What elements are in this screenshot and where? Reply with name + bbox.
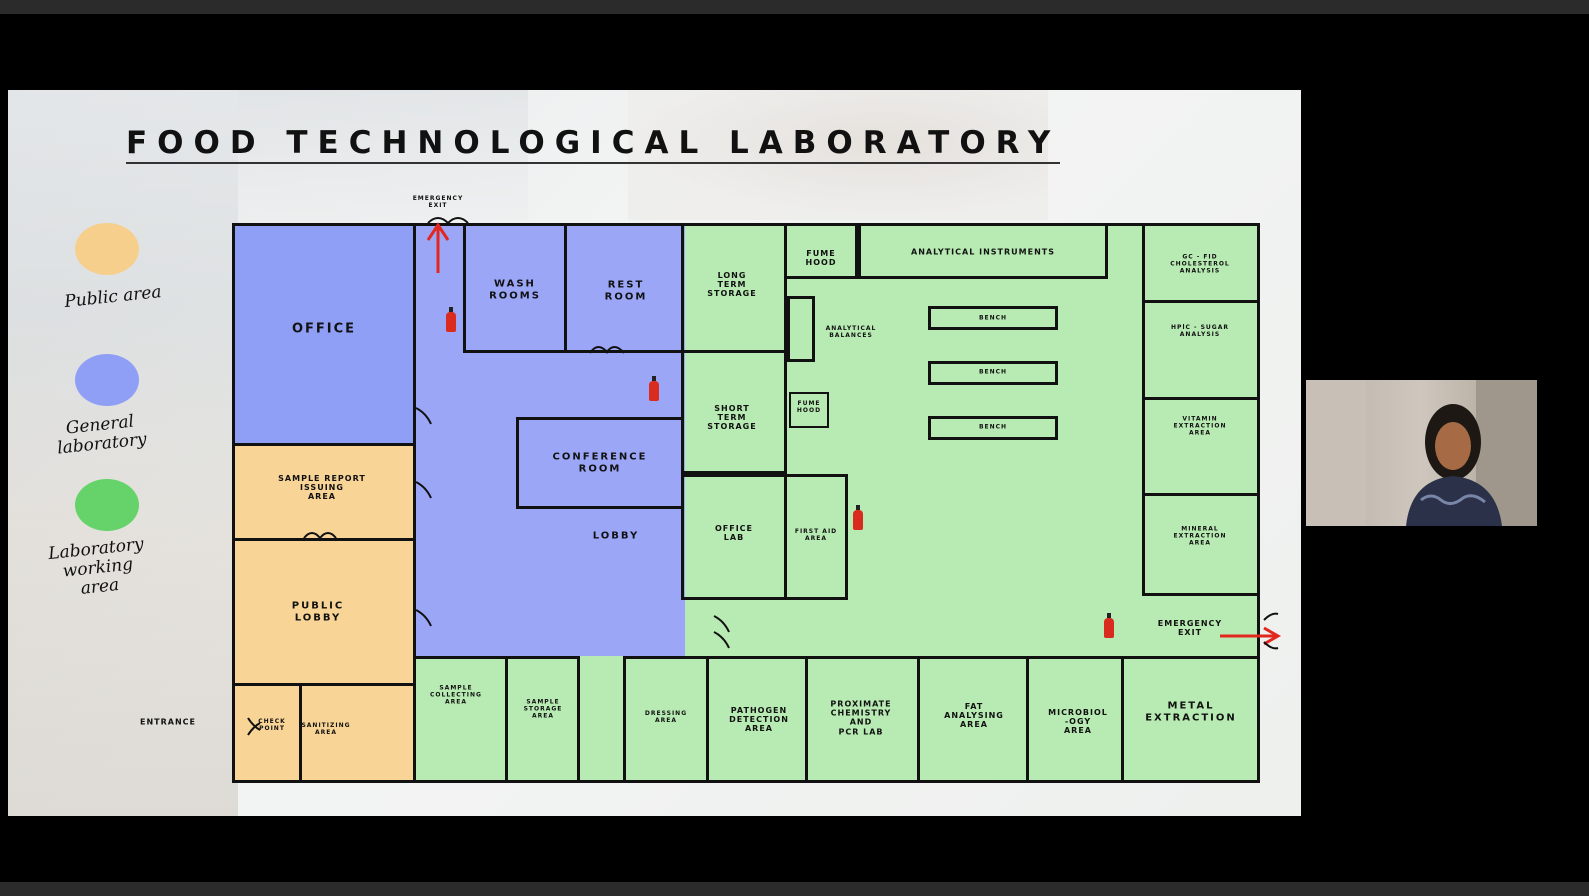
emergency-exit-top-label: EMERGENCY EXIT (412, 195, 464, 209)
sample-storage-label: SAMPLE STORAGE AREA (523, 698, 563, 720)
office-room (232, 223, 416, 446)
office-label: OFFICE (291, 321, 357, 337)
sample-report-issuing-area (232, 443, 416, 541)
sample-collecting-label: SAMPLE COLLECTING AREA (430, 684, 482, 706)
mineral-extraction-room (1142, 493, 1260, 596)
rest-room (564, 223, 684, 353)
vitamin-extraction-label: VITAMIN EXTRACTION AREA (1173, 415, 1227, 437)
fume-hood (784, 223, 858, 279)
background-scientist-photo (628, 90, 1048, 220)
bench-3-label: BENCH (978, 423, 1008, 431)
bench-2 (928, 361, 1058, 385)
slide-title: FOOD TECHNOLOGICAL LABORATORY (126, 126, 1061, 164)
analytical-instruments-label: ANALYTICAL INSTRUMENTS (911, 247, 1055, 257)
fat-analysing-label: FAT ANALYSING AREA (944, 702, 1004, 730)
sample-report-issuing-label: SAMPLE REPORT ISSUING AREA (278, 474, 366, 502)
analytical-balances (787, 296, 815, 362)
participant-video-thumbnail[interactable] (1306, 380, 1537, 526)
background-lab-photo (8, 90, 238, 816)
analytical-instruments (858, 223, 1108, 279)
microbiology-label: MICROBIOL -OGY AREA (1048, 708, 1108, 736)
public-lobby-label: PUBLIC LOBBY (291, 600, 345, 624)
floor-plan: OFFICE WASH ROOMS REST ROOM LONG TERM ST… (8, 90, 1301, 816)
dressing-area-label: DRESSING AREA (644, 710, 688, 724)
analytical-balances-label: ANALYTICAL BALANCES (825, 325, 877, 339)
check-point-label: CHECK POINT (258, 718, 286, 732)
public-lobby (232, 538, 416, 686)
lab-working-legend-swatch (75, 479, 139, 531)
window-top-bar (0, 0, 1589, 14)
office-lab-label: OFFICE LAB (714, 523, 754, 542)
background-lab-photo-top (238, 90, 528, 220)
entrance-label: ENTRANCE (140, 717, 196, 727)
metal-extraction-area (1121, 656, 1260, 783)
public-area-legend-swatch (75, 223, 139, 275)
wash-rooms-label: WASH ROOMS (489, 278, 541, 302)
long-term-storage-label: LONG TERM STORAGE (707, 271, 757, 299)
emergency-arrow-top (426, 222, 450, 273)
door-swings (247, 217, 1279, 736)
conference-room (516, 417, 684, 509)
window-bottom-bar (0, 882, 1589, 896)
small-fume-hood (789, 392, 829, 428)
first-aid-label: FIRST AID AREA (794, 528, 838, 542)
bench-1 (928, 306, 1058, 330)
metal-extraction-label: METAL EXTRACTION (1145, 700, 1237, 724)
lobby-label: LOBBY (592, 530, 640, 542)
presentation-slide: FOOD TECHNOLOGICAL LABORATORY Public are… (8, 90, 1301, 816)
proximate-chemistry-label: PROXIMATE CHEMISTRY AND PCR LAB (830, 699, 892, 737)
sample-storage-area (505, 656, 580, 783)
fire-extinguisher-icon (649, 376, 659, 401)
short-term-storage (681, 350, 787, 474)
hplc-label: HPlC - SUGAR ANALYSIS (1171, 324, 1229, 338)
fire-extinguisher-icon (1104, 613, 1114, 638)
general-lab-legend-swatch (75, 354, 139, 406)
bench-2-label: BENCH (978, 368, 1008, 376)
short-term-storage-label: SHORT TERM STORAGE (707, 404, 757, 432)
first-aid-area (784, 474, 848, 600)
mineral-extraction-label: MINERAL EXTRACTION AREA (1173, 525, 1227, 547)
fire-extinguisher-icon (853, 505, 863, 530)
rest-room-label: REST ROOM (604, 279, 648, 303)
conference-room-label: CONFERENCE ROOM (552, 451, 648, 475)
person-video-feed (1306, 380, 1537, 526)
sanitizing-label: SANITIZING AREA (301, 722, 351, 736)
small-fume-hood-label: FUME HOOD (796, 400, 822, 414)
fume-hood-label: FUME HOOD (805, 248, 837, 267)
emergency-exit-right-label: EMERGENCY EXIT (1157, 618, 1223, 637)
wash-rooms (463, 223, 567, 353)
emergency-arrow-right (1220, 626, 1282, 646)
bench-1-label: BENCH (978, 314, 1008, 322)
plan-overlay (247, 217, 1282, 736)
fire-extinguisher-icon (446, 307, 456, 332)
gc-fid-label: GC - FID CHOLESTEROL ANALYSIS (1170, 253, 1230, 275)
bench-3 (928, 416, 1058, 440)
pathogen-detection-label: PATHOGEN DETECTION AREA (729, 706, 789, 734)
